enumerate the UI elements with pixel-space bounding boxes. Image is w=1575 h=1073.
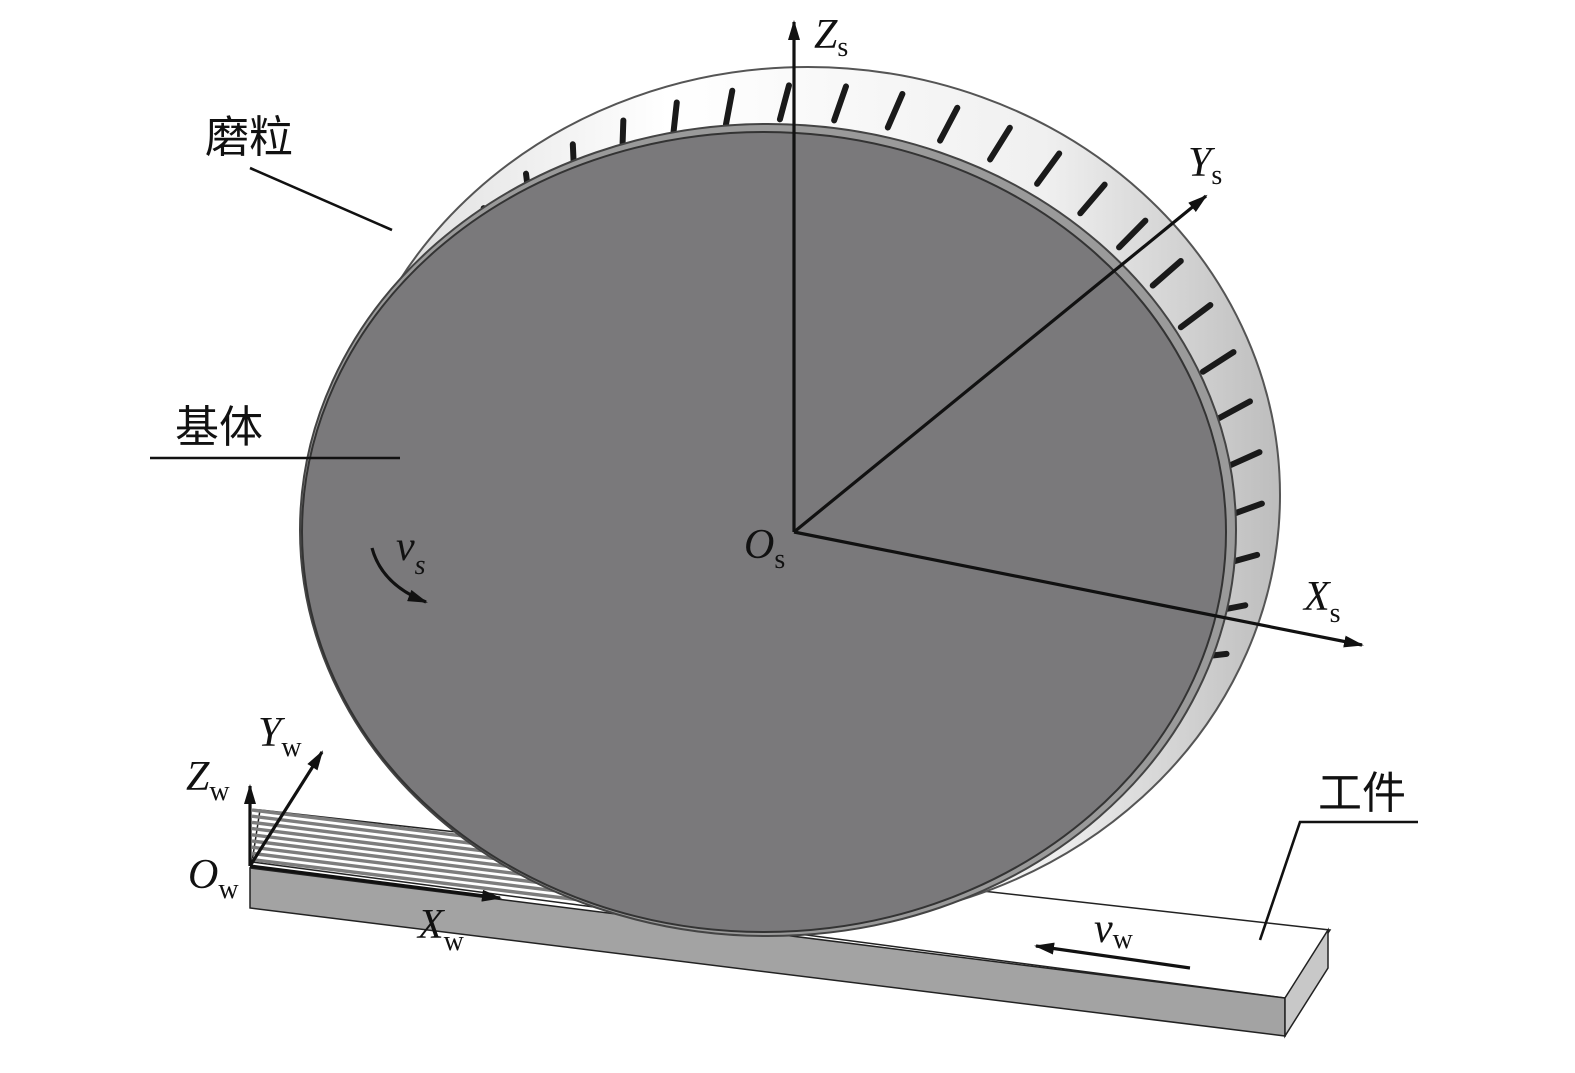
wheel-face-substrate	[301, 131, 1227, 933]
abrasive-grain-mark	[670, 99, 680, 139]
abrasive-grain-mark	[1199, 349, 1237, 375]
abrasive-grain-mark	[831, 83, 849, 124]
axis-xs	[793, 530, 1364, 648]
label-velocity-vw: vw	[1094, 906, 1134, 955]
label-axis-xs: Xs	[1302, 574, 1341, 629]
abrasive-grain-mark	[884, 90, 906, 131]
workpiece-end-face	[1284, 927, 1329, 1039]
abrasive-grain-mark	[937, 104, 961, 144]
label-axis-zs: Zs	[814, 12, 848, 63]
label-axis-zw: Zw	[186, 754, 230, 807]
label-axis-ys: Ys	[1188, 140, 1222, 191]
leader-abrasive-grain	[249, 166, 393, 232]
axis-ys	[792, 194, 1208, 534]
leader-workpiece	[1258, 820, 1418, 941]
workpiece-axes	[244, 750, 502, 902]
label-substrate: 基体	[175, 402, 263, 453]
abrasive-grain-mark	[722, 87, 736, 128]
abrasive-grain-mark	[1116, 217, 1149, 251]
label-origin-ow: Ow	[188, 852, 239, 905]
abrasive-grain-mark	[1177, 302, 1214, 331]
abrasive-grain-mark	[1224, 449, 1263, 470]
wheel-axes	[788, 20, 1364, 648]
axis-xw	[249, 864, 502, 902]
grinding-wheel	[299, 66, 1281, 937]
label-axis-xw: Xw	[416, 902, 465, 957]
abrasive-grain-mark	[1077, 181, 1108, 217]
abrasive-grain-mark	[776, 82, 792, 123]
label-origin-os: Os	[744, 522, 785, 575]
label-workpiece: 工件	[1318, 768, 1406, 819]
label-axis-yw: Yw	[258, 710, 302, 763]
abrasive-grain-mark	[987, 124, 1013, 163]
axis-yw	[248, 750, 324, 867]
label-velocity-vs: vs	[396, 524, 426, 581]
wheel-rotation-arrow	[370, 547, 428, 604]
label-abrasive-grain: 磨粒	[205, 112, 293, 163]
abrasive-grain-mark	[1215, 398, 1254, 422]
abrasive-grain-mark	[1149, 258, 1184, 289]
abrasive-grain-mark	[1034, 150, 1063, 187]
workpiece-feed-arrow	[1034, 942, 1191, 970]
